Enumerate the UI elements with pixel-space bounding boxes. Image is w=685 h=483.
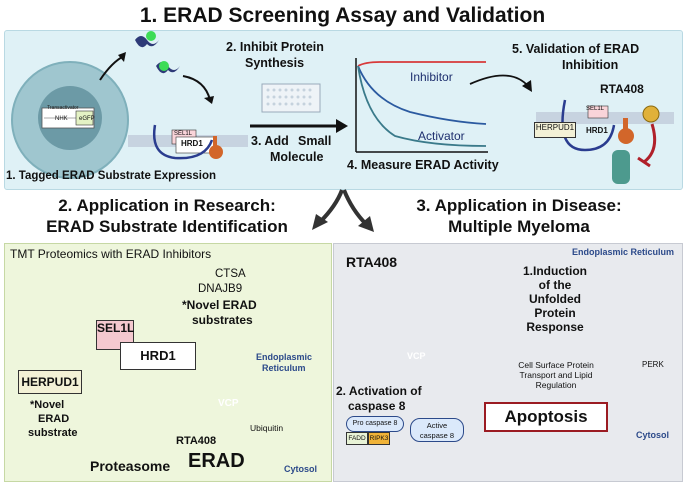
rta408-label-research: RTA408	[176, 435, 217, 447]
dnajb9-label: DNAJB9	[198, 283, 243, 295]
novel-substrate-label-1: *Novel	[30, 399, 65, 411]
novel-substrate-label-2: ERAD	[38, 413, 70, 425]
er-label-research-2: Reticulum	[262, 363, 306, 373]
er-label-research-1: Endoplasmic	[256, 352, 313, 362]
hrd1-label-1: HRD1	[181, 139, 203, 148]
egfp-box	[75, 110, 94, 126]
rta408-label-5: RTA408	[600, 82, 644, 96]
sel1l-label-1: SEL1L	[174, 131, 193, 137]
control-curve	[357, 61, 486, 67]
disease-panel	[333, 243, 683, 482]
herpud1-box-5: HERPUD1	[534, 122, 576, 138]
substrate-protein-1	[135, 36, 159, 48]
activation-label-2: caspase 8	[348, 399, 406, 413]
ctsa-label: CTSA	[215, 268, 246, 280]
cell-surface-line-3: Regulation	[535, 380, 577, 390]
step3-label-3: Molecule	[270, 150, 324, 164]
erad-label: ERAD	[188, 450, 245, 472]
ripk3-box: RIPK3	[368, 432, 390, 445]
proteasome-label: Proteasome	[90, 458, 171, 474]
activation-label-1: 2. Activation of	[336, 384, 422, 398]
vcp-label-research: VCP	[218, 398, 239, 409]
rta408-molecule-5	[642, 105, 660, 123]
active-caspase-line-2: caspase 8	[419, 431, 455, 440]
rta408-label-disease: RTA408	[346, 254, 398, 270]
research-heading-2: ERAD Substrate Identification	[46, 217, 288, 236]
upr-induction-line-2: of the	[538, 278, 572, 292]
upr-induction-line-1: 1.Induction	[523, 264, 587, 278]
transactivator-label: Transactivator	[47, 105, 79, 111]
disease-heading-1: 3. Application in Disease:	[416, 196, 622, 215]
activator-curve	[357, 65, 487, 147]
inhibitor-label: Inhibitor	[410, 70, 453, 84]
hrd1-box-research: HRD1	[120, 342, 196, 370]
novel-substrates-label-1: *Novel ERAD	[182, 298, 257, 312]
upr-induction-line-4: Protein	[534, 306, 576, 320]
sel1l-label-5: SEL1L	[586, 106, 605, 112]
inhibitor-curve	[357, 65, 487, 125]
inhibition-arrow-5	[637, 123, 657, 168]
upr-induction-line-5: Response	[526, 320, 584, 334]
active-caspase-box: Active caspase 8	[410, 418, 464, 442]
hrd1-label-5: HRD1	[586, 126, 608, 135]
upr-induction-label: 1.Induction of the Unfolded Protein Resp…	[512, 264, 598, 334]
pro-caspase-box: Pro caspase 8	[346, 416, 404, 432]
step4-label: 4. Measure ERAD Activity	[347, 158, 499, 172]
novel-substrate-label-3: substrate	[28, 427, 78, 439]
cell-surface-line-2: Transport and Lipid	[519, 370, 593, 380]
activator-label: Activator	[418, 129, 465, 143]
arrow-cell-up	[99, 55, 125, 81]
main-title: 1. ERAD Screening Assay and Validation	[139, 4, 546, 27]
novel-substrates-label-2: substrates	[192, 313, 253, 327]
research-panel-title: TMT Proteomics with ERAD Inhibitors	[10, 247, 212, 261]
vcp-label-disease: VCP	[407, 351, 426, 361]
apoptosis-box: Apoptosis	[484, 402, 608, 432]
er-label-disease: Endoplasmic Reticulum	[572, 247, 675, 257]
cytosol-label-disease: Cytosol	[636, 430, 670, 440]
perk-label: PERK	[642, 360, 664, 369]
disease-heading-2: Multiple Myeloma	[448, 217, 590, 236]
upr-induction-line-3: Unfolded	[529, 292, 581, 306]
step1-label: 1. Tagged ERAD Substrate Expression	[6, 170, 217, 182]
gfp-dot-2	[159, 61, 169, 71]
herpud1-box-research: HERPUD1	[18, 370, 82, 394]
ubiquitin-label: Ubiquitin	[250, 423, 284, 433]
nhk-label: NHK	[55, 116, 68, 122]
active-caspase-line-1: Active	[426, 421, 448, 430]
proteasome-5	[612, 150, 630, 184]
step2-label-1: 2. Inhibit Protein	[226, 40, 324, 54]
egfp-label: eGFP	[79, 116, 95, 122]
cell-surface-line-1: Cell Surface Protein	[518, 360, 594, 370]
step3-label-1: 3. Add	[251, 134, 289, 148]
step2-label-2: Synthesis	[245, 56, 305, 70]
research-heading-1: 2. Application in Research:	[58, 196, 276, 215]
step5-label-2: Inhibition	[562, 58, 619, 72]
gfp-dot-1	[146, 31, 156, 41]
step3-label-2: Small	[298, 134, 332, 148]
fadd-box: FADD	[346, 432, 368, 445]
step5-label-1: 5. Validation of ERAD	[512, 42, 640, 56]
cytosol-label-research: Cytosol	[284, 464, 318, 474]
cell-surface-label: Cell Surface Protein Transport and Lipid…	[496, 360, 616, 390]
